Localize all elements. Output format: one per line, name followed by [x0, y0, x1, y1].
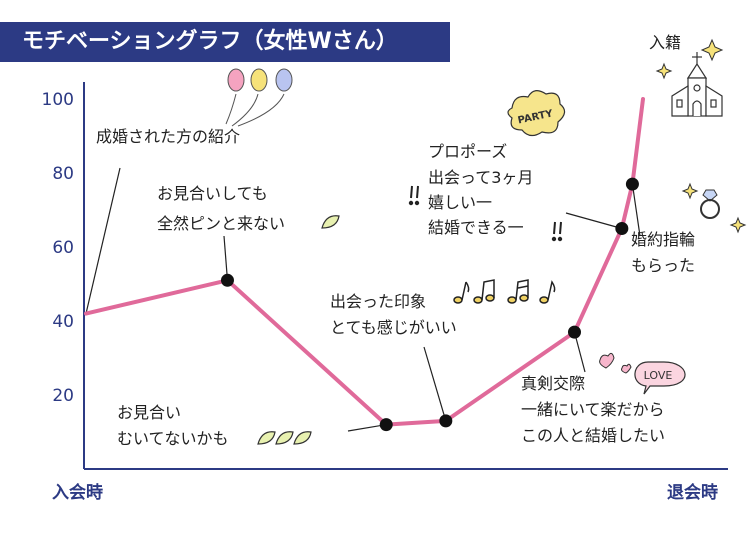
annotation-engagement-ring: 婚約指輪 もらった [631, 230, 695, 275]
leaves-icon [257, 431, 312, 445]
data-point [625, 177, 639, 191]
sparkle-icon [655, 38, 747, 234]
annotation-line: むいてないかも [117, 429, 229, 448]
church-icon [671, 52, 723, 117]
y-tick-label: 40 [52, 312, 74, 332]
leader-line [223, 235, 229, 281]
y-tick-labels: 20 40 60 80 100 [42, 90, 74, 406]
annotation-good-impression: 出会った印象 とても感じがいい [330, 292, 457, 337]
annotation-line: 嬉しい一 [428, 193, 492, 212]
annotation-line: 成婚された方の紹介 [96, 127, 240, 146]
annotation-proposal: プロポーズ 出会って3ヶ月 嬉しい一 結婚できる一 [428, 142, 533, 237]
annotation-no-spark: お見合いしても 全然ピンと来ない [157, 184, 285, 233]
exclaim-right-icon [551, 221, 563, 242]
annotation-serious-dating: 真剣交際 一緒にいて楽だから この人と結婚したい [521, 374, 665, 445]
data-point [615, 222, 629, 235]
ring-icon [700, 189, 720, 219]
annotation-line: この人と結婚したい [521, 426, 665, 445]
leader-line [423, 346, 447, 422]
annotation-line: プロポーズ [428, 142, 507, 161]
annotation-line: 結婚できる一 [428, 218, 524, 237]
data-point [220, 273, 234, 287]
annotation-line: 出会った印象 [330, 292, 426, 311]
y-tick-label: 100 [42, 90, 74, 110]
love-text: LOVE [644, 369, 673, 382]
balloons-icon [225, 68, 293, 127]
leader-line [565, 212, 622, 230]
x-end-label: 退会時 [667, 482, 718, 503]
motivation-line [84, 97, 645, 427]
annotation-line: お見合いしても [157, 184, 268, 203]
leader-line [631, 184, 641, 237]
data-point [567, 325, 581, 339]
data-point [439, 414, 453, 428]
party-bubble-icon: PARTY [507, 90, 566, 137]
annotation-line: 入籍 [649, 33, 681, 52]
annotation-referral: 成婚された方の紹介 [96, 127, 240, 146]
annotation-line: お見合い [117, 403, 181, 422]
data-point [379, 418, 393, 432]
annotation-leaders [85, 167, 641, 432]
annotation-line: 出会って3ヶ月 [428, 168, 533, 187]
annotation-line: 一緒にいて楽だから [521, 400, 665, 419]
leader-line [573, 331, 586, 373]
annotation-line: 真剣交際 [521, 374, 585, 393]
x-start-label: 入会時 [52, 482, 103, 503]
chart-title: モチベーショングラフ（女性Wさん） [0, 22, 450, 62]
y-tick-label: 80 [52, 164, 74, 184]
music-notes-icon [453, 279, 556, 304]
annotation-line: 婚約指輪 [631, 230, 695, 249]
annotation-marriage: 入籍 [649, 33, 681, 52]
annotation-not-suited: お見合い むいてないかも [117, 403, 229, 448]
y-tick-label: 20 [52, 386, 74, 406]
data-points [220, 177, 639, 432]
annotation-line: もらった [631, 256, 695, 275]
love-bubble-icon: LOVE [599, 352, 686, 395]
y-tick-label: 60 [52, 238, 74, 258]
annotation-line: とても感じがいい [330, 318, 457, 337]
leader-line [85, 167, 121, 314]
exclaim-left-icon [408, 185, 420, 206]
annotation-line: 全然ピンと来ない [157, 214, 285, 233]
leaf-icon [321, 215, 340, 229]
